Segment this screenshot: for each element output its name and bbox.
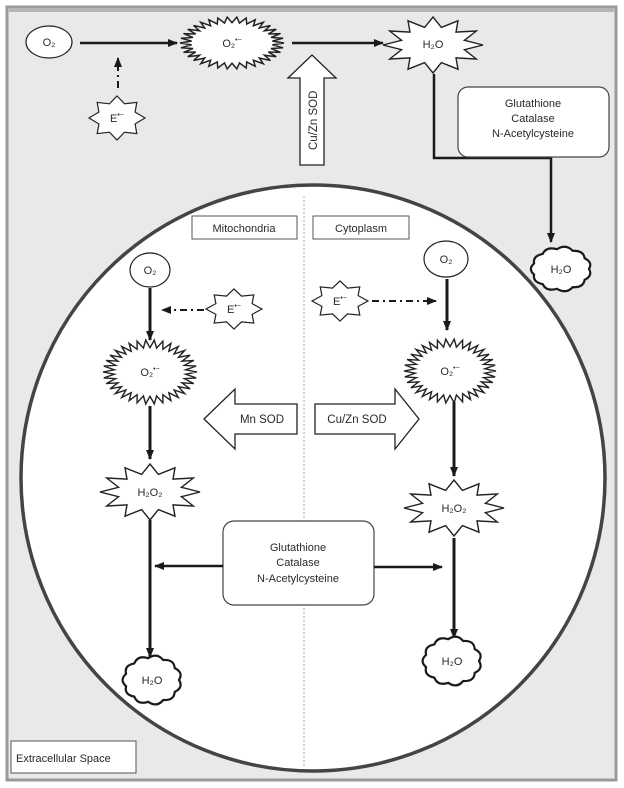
mitochondria-label: Mitochondria [213, 223, 277, 235]
star-shape [310, 280, 370, 322]
svg-text:O₂•−: O₂•− [140, 366, 159, 379]
cyto-h2o-cloud: H₂O [421, 635, 482, 687]
cyto-h2o2-label: H₂O₂ [441, 503, 466, 515]
mito-radical-sup: •− [234, 303, 241, 310]
svg-text:O₂•−: O₂•− [222, 37, 241, 50]
superoxide-sup: •− [235, 37, 242, 44]
svg-text:E•−: E•− [110, 112, 124, 125]
mito-o2-label: O₂ [144, 265, 157, 277]
svg-text:E•−: E•− [333, 295, 347, 308]
cytoplasm-label-box: Cytoplasm [312, 215, 410, 240]
cyto-superoxide-sup: •− [453, 365, 460, 372]
cloud-shape [421, 635, 482, 687]
antioxidant-box-cell: Glutathione Catalase N-Acetylcysteine [222, 520, 375, 606]
extracellular-o2: O₂ [25, 25, 73, 59]
burst-shape [179, 15, 285, 71]
cell-membrane-inner [23, 187, 603, 769]
antioxidant-1: Glutathione [505, 98, 561, 110]
extracellular-superoxide: O₂•− [179, 15, 285, 71]
h2o-cloud-label-ext: H₂O [551, 264, 572, 276]
star-shape [87, 95, 147, 141]
frame-top-shadow [9, 8, 614, 12]
spiky-shape [382, 15, 484, 75]
cuzn-sod-arrow-cyto: Cu/Zn SOD [314, 387, 420, 451]
cyto-radical: E•− [310, 280, 370, 322]
mito-radical: E•− [204, 288, 264, 330]
arrow-h2o-to-cloud-ext [432, 74, 555, 243]
mito-superoxide: O₂•− [102, 338, 198, 406]
cell-antioxidant-2: Catalase [276, 557, 319, 569]
spiky-shape [99, 462, 201, 522]
cuzn-sod-label-ext: Cu/Zn SOD [308, 91, 320, 150]
o2-label: O₂ [43, 37, 56, 49]
h2o-label-ext: H₂O [423, 39, 444, 51]
cell-membrane [19, 183, 607, 773]
radical-sup: •− [117, 112, 124, 119]
svg-text:E•−: E•− [227, 303, 241, 316]
cyto-radical-sup: •− [340, 295, 347, 302]
cuzn-sod-arrow-ext: Cu/Zn SOD [286, 54, 338, 166]
svg-text:O₂•−: O₂•− [440, 365, 459, 378]
cell-antioxidant-1: Glutathione [270, 542, 326, 554]
mn-sod-label: Mn SOD [240, 414, 284, 426]
extracellular-label-box: Extracellular Space [10, 740, 137, 774]
superoxide-label: O₂ [222, 38, 235, 50]
mito-superoxide-sup: •− [153, 366, 160, 373]
cyto-o2-label: O₂ [440, 254, 453, 266]
radical-label: E [110, 113, 117, 125]
extracellular-h2o-burst: H₂O [382, 15, 484, 75]
cyto-h2o-label: H₂O [442, 656, 463, 668]
spiky-shape [403, 478, 505, 538]
cytoplasm-label: Cytoplasm [335, 223, 387, 235]
mito-h2o-label: H₂O [142, 675, 163, 687]
cyto-radical-label: E [333, 296, 340, 308]
mitochondria-label-box: Mitochondria [191, 215, 298, 240]
mito-h2o2-label: H₂O₂ [137, 487, 162, 499]
cell-antioxidant-3: N-Acetylcysteine [257, 573, 339, 585]
cyto-h2o2: H₂O₂ [403, 478, 505, 538]
cyto-superoxide-label: O₂ [440, 366, 453, 378]
mito-o2: O₂ [129, 252, 171, 288]
cloud-shape [529, 245, 592, 293]
cyto-o2: O₂ [423, 240, 469, 278]
mn-sod-arrow: Mn SOD [203, 387, 298, 451]
extracellular-h2o-cloud: H₂O [529, 245, 592, 293]
antioxidant-3: N-Acetylcysteine [492, 128, 574, 140]
mito-superoxide-label: O₂ [140, 367, 153, 379]
mito-h2o-cloud: H₂O [121, 654, 182, 706]
mito-radical-label: E [227, 304, 234, 316]
star-shape [204, 288, 264, 330]
mito-h2o2: H₂O₂ [99, 462, 201, 522]
burst-shape [102, 338, 198, 406]
antioxidant-box-ext: Glutathione Catalase N-Acetylcysteine [457, 86, 610, 158]
cuzn-sod-label-cyto: Cu/Zn SOD [327, 414, 386, 426]
extracellular-radical: E•− [87, 95, 147, 141]
extracellular-label: Extracellular Space [16, 753, 111, 765]
cloud-shape [121, 654, 182, 706]
burst-shape [403, 337, 497, 405]
cyto-superoxide: O₂•− [403, 337, 497, 405]
antioxidant-2: Catalase [511, 113, 554, 125]
